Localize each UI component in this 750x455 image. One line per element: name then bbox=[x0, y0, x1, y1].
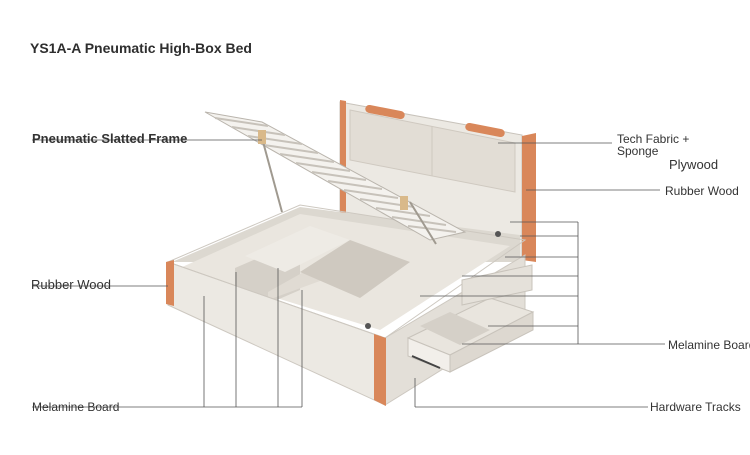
leader-lines bbox=[32, 139, 665, 408]
storage-box bbox=[166, 204, 527, 406]
slatted-frame bbox=[204, 111, 467, 245]
label-pneumatic-slatted-frame: Pneumatic Slatted Frame bbox=[32, 131, 188, 146]
label-tech-fabric: Tech Fabric + bbox=[617, 132, 690, 146]
diagram-title: YS1A-A Pneumatic High-Box Bed bbox=[30, 40, 252, 56]
label-melamine-board-bottom: Melamine Board bbox=[32, 400, 120, 414]
label-melamine-board-right: Melamine Board bbox=[668, 339, 750, 351]
label-rubber-wood-left: Rubber Wood bbox=[31, 277, 111, 292]
side-drawers bbox=[406, 264, 535, 373]
headboard bbox=[339, 100, 536, 262]
label-plywood: Plywood bbox=[669, 157, 719, 172]
label-rubber-wood-right: Rubber Wood bbox=[665, 184, 739, 198]
label-sponge: Sponge bbox=[617, 144, 659, 158]
label-hardware-tracks: Hardware Tracks bbox=[650, 400, 741, 414]
